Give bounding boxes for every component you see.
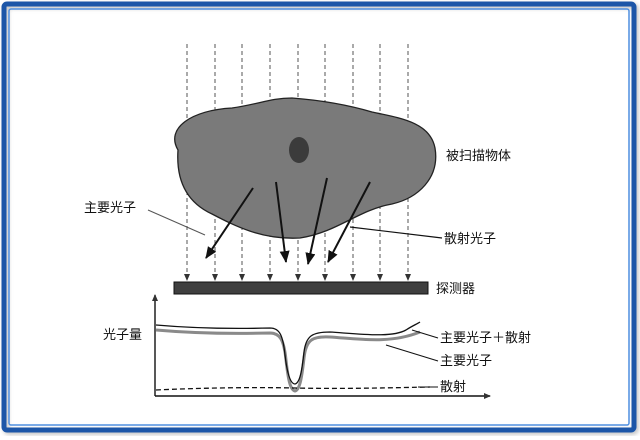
scanned-object bbox=[174, 97, 437, 239]
leader-curve-sum bbox=[411, 329, 439, 339]
detector-bar bbox=[173, 281, 429, 295]
scatter-arrow-1 bbox=[205, 187, 254, 259]
scatter-arrow-2 bbox=[275, 181, 290, 263]
label-detector: 探测器 bbox=[436, 282, 475, 297]
scatter-arrows bbox=[205, 177, 371, 265]
leader-primary-photon bbox=[147, 209, 206, 236]
leader-curve-primary bbox=[385, 344, 439, 362]
label-scanned-object: 被扫描物体 bbox=[446, 149, 511, 164]
label-scatter-photon: 散射光子 bbox=[444, 231, 496, 247]
label-curve-primary-plus-scatter: 主要光子＋散射 bbox=[440, 330, 531, 346]
frame-border-outer bbox=[1, 1, 637, 433]
label-primary-photon: 主要光子 bbox=[84, 201, 136, 216]
scatter-arrow-3 bbox=[305, 177, 328, 265]
dense-region-nucleus bbox=[289, 137, 309, 163]
scatter-arrow-4 bbox=[327, 181, 371, 263]
y-axis-label: 光子量 bbox=[103, 328, 142, 343]
label-curve-scatter: 散射 bbox=[440, 379, 466, 395]
incident-photon-rays bbox=[184, 44, 411, 281]
curve-primary-plus-scatter bbox=[155, 321, 421, 385]
curve-scatter bbox=[155, 386, 431, 391]
frame-border-inner bbox=[8, 8, 630, 426]
leader-scatter-photon bbox=[349, 226, 443, 239]
curve-primary bbox=[155, 328, 421, 393]
label-curve-primary: 主要光子 bbox=[440, 354, 492, 369]
